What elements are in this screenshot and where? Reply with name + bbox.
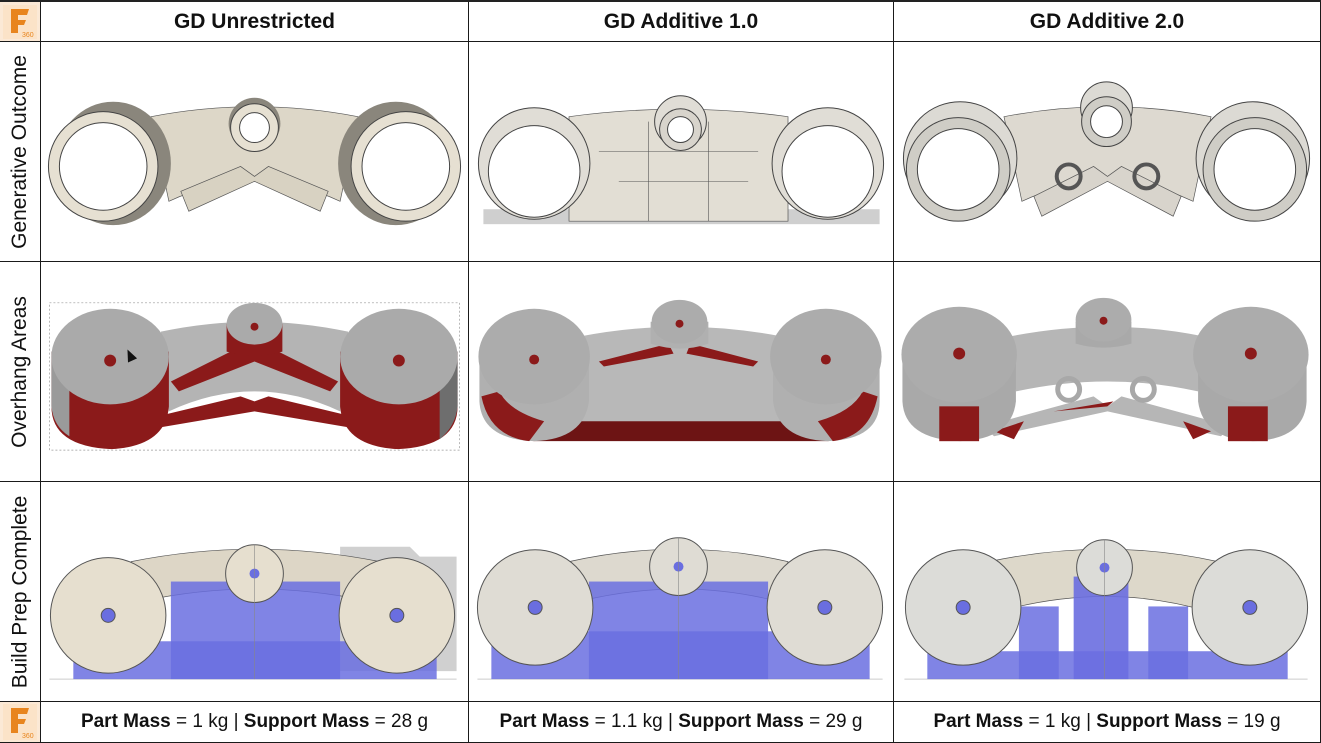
part-mass-value: = 1 kg |: [1023, 711, 1097, 732]
overhang-areas-additive-1-image: [469, 262, 894, 482]
support-mass-value: = 28 g: [369, 711, 429, 732]
column-header-additive-1: GD Additive 1.0: [469, 2, 894, 42]
part-mass-label: Part Mass: [933, 711, 1024, 732]
svg-text:360: 360: [22, 733, 34, 740]
row-label-overhang-areas: Overhang Areas: [0, 262, 41, 482]
column-header-unrestricted: GD Unrestricted: [41, 2, 469, 42]
overhang-areas-unrestricted-image: [41, 262, 469, 482]
build-prep-additive-2-image: [894, 482, 1321, 702]
build-prep-unrestricted-image: [41, 482, 469, 702]
support-mass-label: Support Mass: [243, 711, 370, 732]
fusion-360-logo-icon: 360: [3, 704, 37, 740]
support-mass-label: Support Mass: [678, 711, 804, 732]
build-prep-additive-1-image: [469, 482, 894, 702]
svg-text:360: 360: [22, 32, 34, 39]
column-header-additive-2: GD Additive 2.0: [894, 2, 1321, 42]
mass-summary-additive-1: Part Mass = 1.1 kg | Support Mass = 29 g: [469, 702, 894, 743]
part-mass-value: = 1 kg |: [170, 711, 244, 732]
row-label-build-prep-complete: Build Prep Complete: [0, 482, 41, 702]
fusion-logo-top: 360: [0, 2, 41, 42]
support-mass-label: Support Mass: [1096, 711, 1222, 732]
part-mass-label: Part Mass: [80, 711, 171, 732]
fusion-logo-bottom: 360: [0, 702, 41, 743]
part-mass-label: Part Mass: [499, 711, 590, 732]
generative-outcome-unrestricted-image: [41, 42, 469, 262]
generative-outcome-additive-2-image: [894, 42, 1321, 262]
fusion-360-logo-icon: 360: [3, 4, 37, 39]
row-label-generative-outcome: Generative Outcome: [0, 42, 41, 262]
mass-summary-unrestricted: Part Mass = 1 kg | Support Mass = 28 g: [41, 702, 469, 743]
part-mass-value: = 1.1 kg |: [589, 711, 679, 732]
mass-summary-additive-2: Part Mass = 1 kg | Support Mass = 19 g: [894, 702, 1321, 743]
generative-outcome-additive-1-image: [469, 42, 894, 262]
support-mass-value: = 29 g: [803, 711, 863, 732]
overhang-areas-additive-2-image: [894, 262, 1321, 482]
support-mass-value: = 19 g: [1221, 711, 1281, 732]
